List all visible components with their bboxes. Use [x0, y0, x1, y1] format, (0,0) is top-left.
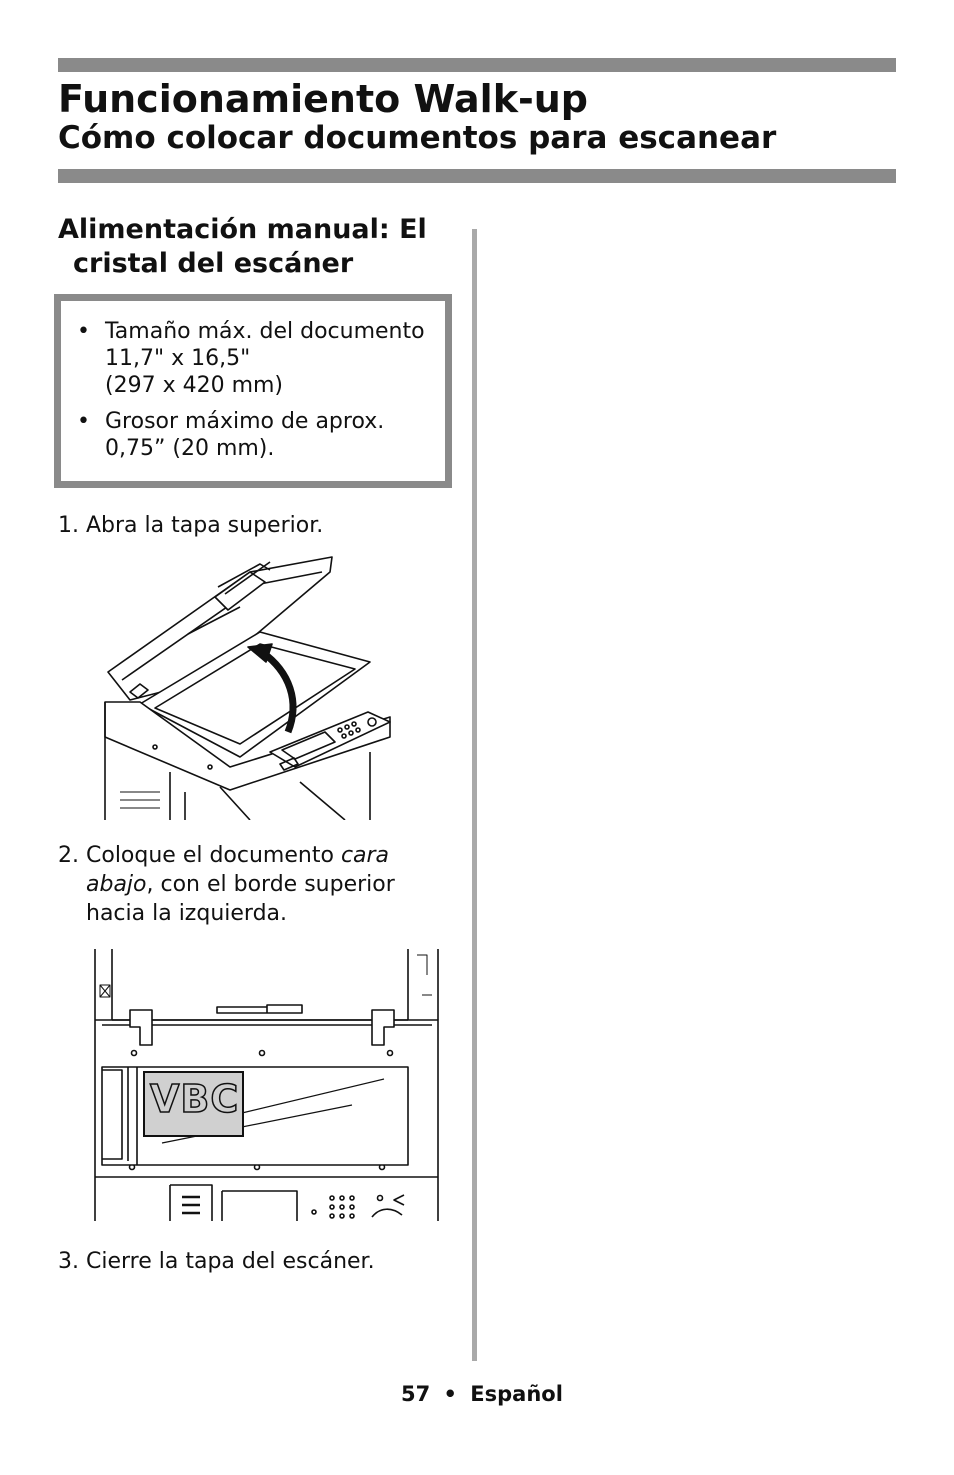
spec-item-size: • Tamaño máx. del documento 11,7" x 16,5…	[71, 318, 441, 399]
bullet-icon: •	[77, 409, 90, 434]
column-divider	[472, 229, 477, 1361]
document-label: VBC	[149, 1076, 240, 1122]
step-3-text: Cierre la tapa del escáner.	[86, 1249, 375, 1274]
spec-size-line1: Tamaño máx. del documento	[105, 319, 425, 344]
step-3: 3. Cierre la tapa del escáner.	[58, 1247, 375, 1276]
step-2-text-a: Coloque el documento	[86, 843, 341, 868]
step-2: 2. Coloque el documento cara abajo, con e…	[58, 841, 395, 928]
spec-thickness-line1: Grosor máximo de aprox.	[105, 409, 385, 434]
step-2-emphasis-b: abajo	[86, 872, 147, 897]
spec-list: • Tamaño máx. del documento 11,7" x 16,5…	[71, 318, 441, 471]
header-rule-top	[58, 58, 896, 72]
bullet-icon: •	[77, 319, 90, 344]
footer-language: Español	[470, 1382, 563, 1406]
spec-size-line3: (297 x 420 mm)	[105, 373, 284, 398]
section-title-line2: cristal del escáner	[73, 248, 354, 279]
section-title-line1: Alimentación manual: El	[58, 214, 427, 245]
step-1-number: 1.	[58, 513, 79, 538]
spec-thickness-line2: 0,75” (20 mm).	[105, 436, 275, 461]
step-2-line2: abajo, con el borde superior	[58, 870, 395, 899]
spec-item-thickness: • Grosor máximo de aprox. 0,75” (20 mm).	[71, 408, 441, 462]
step-2-text-d: , con el borde superior	[146, 872, 395, 897]
step-3-number: 3.	[58, 1249, 79, 1274]
header-rule-bottom	[58, 169, 896, 183]
step-2-emphasis-a: cara	[340, 843, 390, 868]
step-2-line3: hacia la izquierda.	[86, 901, 288, 926]
step-1-text: Abra la tapa superior.	[86, 513, 324, 538]
section-title: Alimentación manual: El cristal del escá…	[58, 213, 458, 281]
footer-separator: •	[443, 1382, 457, 1406]
page-subtitle: Cómo colocar documentos para escanear	[58, 120, 777, 156]
page-title: Funcionamiento Walk-up	[58, 77, 588, 121]
scanner-open-lid-illustration	[104, 556, 391, 820]
step-1: 1. Abra la tapa superior.	[58, 511, 323, 540]
spec-size-line2: 11,7" x 16,5"	[105, 346, 251, 371]
spec-box: • Tamaño máx. del documento 11,7" x 16,5…	[54, 294, 452, 488]
step-2-number: 2.	[58, 843, 79, 868]
document-sheet	[143, 1071, 244, 1137]
page-number: 57	[401, 1382, 431, 1406]
